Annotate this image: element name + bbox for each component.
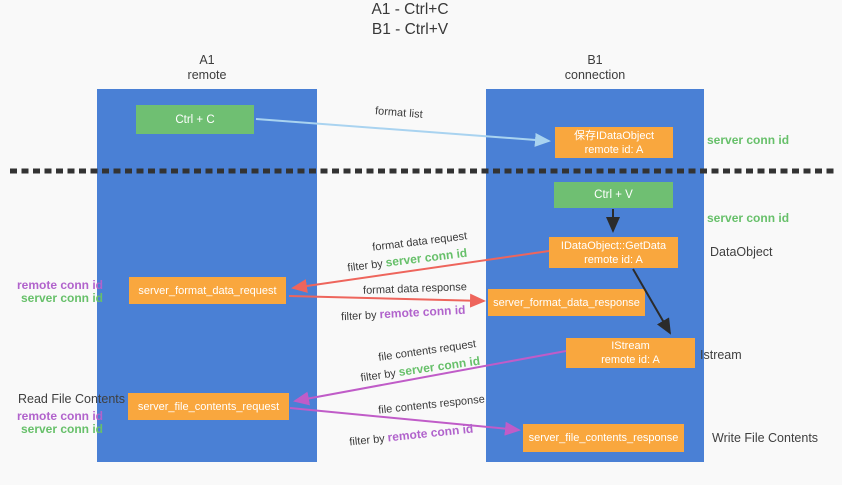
node-server-file-contents-request: server_file_contents_request <box>128 393 289 420</box>
node-ctrl-c: Ctrl + C <box>136 105 254 134</box>
label-read-file-contents: Read File Contents <box>18 392 126 406</box>
istream-line2: remote id: A <box>601 354 660 366</box>
format-request-label: server_format_data_request <box>138 284 277 297</box>
column-a1-name: A1 <box>199 53 215 67</box>
label-remote-conn-id: remote conn id <box>16 278 103 292</box>
title-line-1: A1 - Ctrl+C <box>371 1 449 18</box>
column-a1-subtitle: remote <box>187 68 227 82</box>
label-dataobject: DataObject <box>710 245 773 259</box>
file-request-label: server_file_contents_request <box>137 400 280 413</box>
label-istream: Istream <box>700 348 742 362</box>
istream-line1: IStream <box>611 340 650 352</box>
diagram-title: A1 - Ctrl+C B1 - Ctrl+V <box>0 0 820 40</box>
remote-conn-id-text: remote conn id <box>386 421 474 445</box>
node-server-file-contents-response: server_file_contents_response <box>523 424 684 452</box>
format-response-label: server_format_data_response <box>493 296 640 309</box>
node-save-idataobject: 保存IDataObject remote id: A <box>555 127 673 158</box>
filter-by-text: filter by <box>346 258 384 275</box>
label-write-file-contents: Write File Contents <box>712 431 819 445</box>
title-line-2: B1 - Ctrl+V <box>371 21 449 38</box>
column-header-a1: A1 remote <box>97 53 317 83</box>
save-idataobject-line2: remote id: A <box>584 143 644 156</box>
file-response-label: server_file_contents_response <box>528 432 679 444</box>
arrow-format-data-response <box>288 293 486 308</box>
node-server-format-data-request: server_format_data_request <box>129 277 286 304</box>
getdata-line2: remote id: A <box>584 253 643 266</box>
label-format-list: format list <box>374 105 424 121</box>
ctrl-v-label: Ctrl + V <box>594 189 633 201</box>
label-server-conn-id: server conn id <box>20 422 103 436</box>
node-ctrl-v: Ctrl + V <box>554 182 673 208</box>
column-b1-name: B1 <box>587 53 603 67</box>
node-idataobject-getdata: IDataObject::GetData remote id: A <box>549 237 678 268</box>
label-server-conn-id-top: server conn id <box>707 133 790 147</box>
column-b1-subtitle: connection <box>564 68 626 82</box>
column-header-b1: B1 connection <box>486 53 704 83</box>
filter-by-text: filter by <box>348 432 386 449</box>
node-server-format-data-response: server_format_data_response <box>488 289 645 316</box>
remote-conn-id-text: remote conn id <box>379 302 466 322</box>
getdata-line1: IDataObject::GetData <box>560 239 667 252</box>
filter-by-text: filter by <box>359 367 397 385</box>
label-server-conn-id: server conn id <box>20 291 103 305</box>
filter-by-text: filter by <box>340 309 377 324</box>
format-request-conn-ids: remote conn id server conn id <box>8 279 103 305</box>
save-idataobject-line1: 保存IDataObject <box>573 129 655 142</box>
label-remote-conn-id: remote conn id <box>16 409 103 423</box>
file-request-conn-ids: remote conn id server conn id <box>8 410 103 436</box>
label-server-conn-id-mid: server conn id <box>707 211 790 225</box>
label-filter-format-request: filter byserver conn id <box>347 246 468 275</box>
label-format-data-response: format data response <box>362 281 468 297</box>
node-istream: IStream remote id: A <box>566 338 695 368</box>
label-file-contents-response: file contents response <box>377 393 486 417</box>
ctrl-c-label: Ctrl + C <box>175 113 215 126</box>
